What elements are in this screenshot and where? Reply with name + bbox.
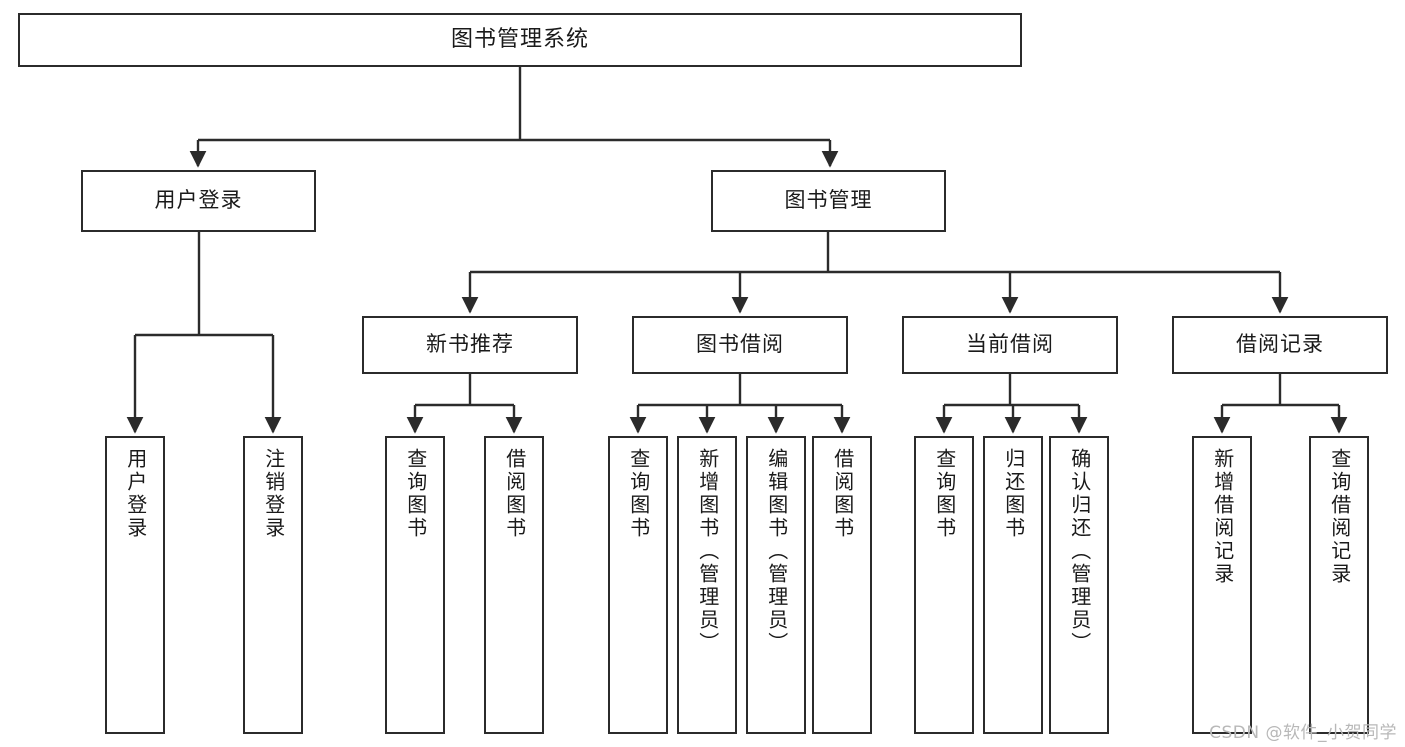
leaf-label: 归还图书 — [1001, 448, 1026, 540]
leaf-label: 查询图书 — [403, 448, 428, 540]
leaf-add-book-admin[interactable]: 新增图书（管理员） — [677, 436, 737, 734]
node-root-system[interactable]: 图书管理系统 — [18, 13, 1022, 67]
node-user-login[interactable]: 用户登录 — [81, 170, 316, 232]
leaf-edit-book-admin[interactable]: 编辑图书（管理员） — [746, 436, 806, 734]
leaf-add-borrow-record[interactable]: 新增借阅记录 — [1192, 436, 1252, 734]
node-label: 新书推荐 — [426, 332, 514, 357]
leaf-label: 查询图书 — [932, 448, 957, 540]
node-book-borrow[interactable]: 图书借阅 — [632, 316, 848, 374]
node-label: 图书管理系统 — [450, 26, 589, 52]
leaf-logout[interactable]: 注销登录 — [243, 436, 303, 734]
leaf-label: 查询图书 — [626, 448, 651, 540]
node-current-borrow[interactable]: 当前借阅 — [902, 316, 1118, 374]
leaf-new-book-query[interactable]: 查询图书 — [385, 436, 445, 734]
leaf-label: 查询借阅记录 — [1327, 448, 1352, 586]
leaf-label: 新增图书（管理员） — [695, 448, 720, 655]
node-new-book-recommend[interactable]: 新书推荐 — [362, 316, 578, 374]
leaf-current-query-book[interactable]: 查询图书 — [914, 436, 974, 734]
leaf-label: 用户登录 — [123, 448, 148, 540]
leaf-label: 注销登录 — [261, 448, 286, 540]
leaf-label: 新增借阅记录 — [1210, 448, 1235, 586]
leaf-user-login[interactable]: 用户登录 — [105, 436, 165, 734]
node-label: 图书借阅 — [696, 332, 784, 357]
leaf-borrow-book[interactable]: 借阅图书 — [812, 436, 872, 734]
leaf-label: 借阅图书 — [830, 448, 855, 540]
node-book-management[interactable]: 图书管理 — [711, 170, 946, 232]
node-label: 图书管理 — [784, 188, 873, 213]
leaf-label: 借阅图书 — [502, 448, 527, 540]
node-label: 借阅记录 — [1236, 332, 1324, 357]
watermark: CSDN @软件_小贺同学 — [1209, 723, 1397, 743]
leaf-confirm-return-admin[interactable]: 确认归还（管理员） — [1049, 436, 1109, 734]
node-label: 当前借阅 — [966, 332, 1054, 357]
leaf-new-book-borrow[interactable]: 借阅图书 — [484, 436, 544, 734]
leaf-return-book[interactable]: 归还图书 — [983, 436, 1043, 734]
node-label: 用户登录 — [154, 188, 243, 213]
leaf-query-borrow-record[interactable]: 查询借阅记录 — [1309, 436, 1369, 734]
node-borrow-record[interactable]: 借阅记录 — [1172, 316, 1388, 374]
leaf-label: 确认归还（管理员） — [1067, 448, 1092, 655]
leaf-label: 编辑图书（管理员） — [764, 448, 789, 655]
leaf-borrow-query-book[interactable]: 查询图书 — [608, 436, 668, 734]
